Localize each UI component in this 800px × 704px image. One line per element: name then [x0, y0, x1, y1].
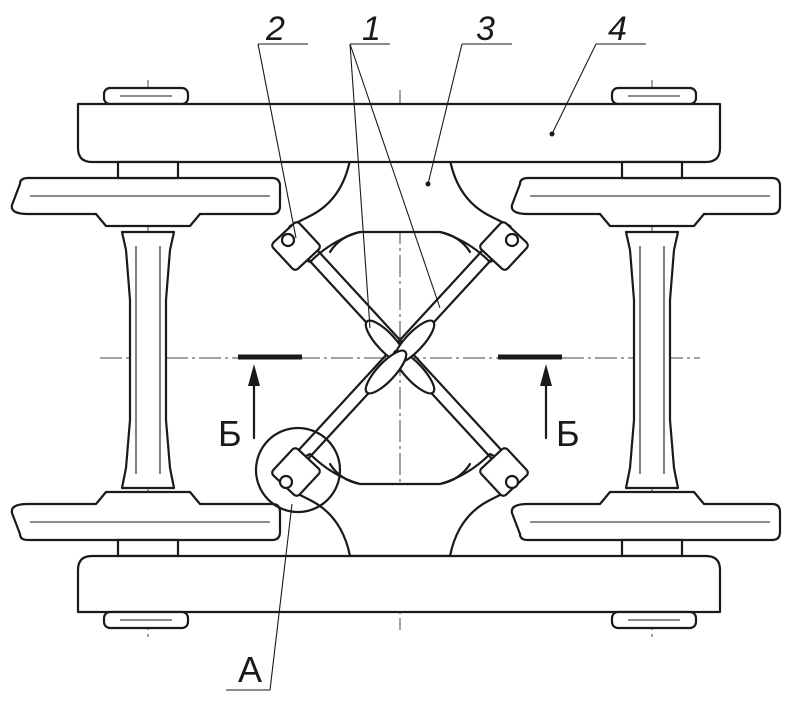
section-label-right: Б [556, 413, 580, 454]
bolster-frame [280, 158, 520, 558]
diagonal-ties [282, 238, 518, 474]
leader-lines [226, 43, 646, 691]
section-label-left: Б [218, 413, 242, 454]
callout-1: 1 [362, 10, 381, 48]
leader-dots [425, 131, 555, 187]
callout-4: 4 [608, 10, 627, 48]
section-markers [238, 354, 562, 440]
callout-2: 2 [265, 10, 285, 48]
fastener-bolts [271, 221, 529, 497]
callout-3: 3 [476, 10, 495, 48]
detail-circle [254, 426, 342, 514]
wheelset-left [10, 176, 282, 542]
wheelset-right [510, 176, 782, 542]
detail-label: А [238, 649, 262, 690]
side-frame-bottom [76, 538, 722, 630]
